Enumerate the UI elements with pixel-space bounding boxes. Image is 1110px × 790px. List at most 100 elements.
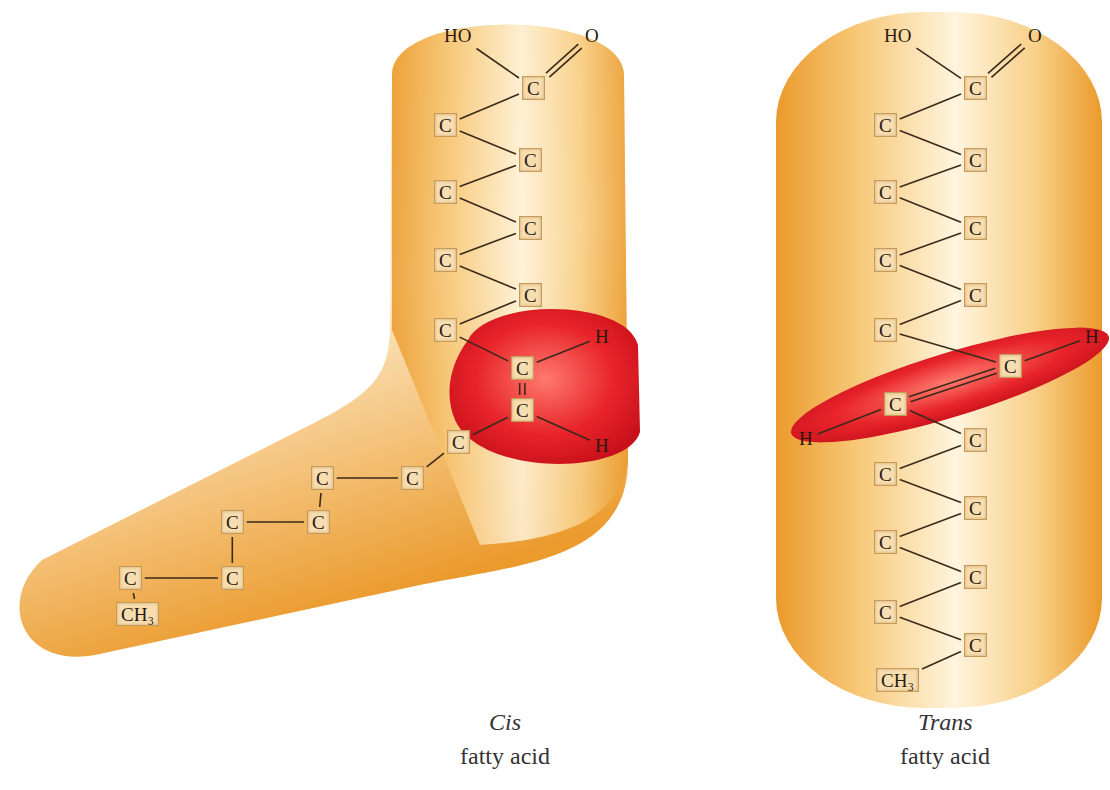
- bond-line: [909, 368, 995, 397]
- bond-line: [900, 583, 961, 607]
- carbon-atom-label: C: [511, 398, 534, 422]
- bond-line: [460, 198, 516, 222]
- bond-line: [460, 165, 516, 186]
- carbon-atom-label: C: [522, 76, 545, 100]
- carbon-atom-label: C: [964, 76, 987, 100]
- bond-line: [133, 593, 134, 599]
- bond-line: [145, 577, 218, 579]
- carbon-atom-label: C: [434, 113, 457, 137]
- atom-label: H: [593, 326, 611, 347]
- bond-line: [922, 652, 961, 670]
- bond-line: [473, 417, 508, 435]
- carbon-atom-label: C: [874, 113, 897, 137]
- bond-line: [537, 416, 590, 440]
- bond-line: [818, 410, 881, 434]
- carbon-atom-label: C: [519, 148, 542, 172]
- carbon-atom-label: C: [401, 466, 424, 490]
- carbon-atom-label: C: [511, 356, 534, 380]
- carbon-atom-label: C: [434, 318, 457, 342]
- carbon-atom-label: C: [874, 180, 897, 204]
- atom-label: O: [1026, 25, 1044, 46]
- carbon-atom-label: C: [874, 248, 897, 272]
- bond-line: [991, 48, 1024, 77]
- carbon-atom-label: C: [307, 510, 330, 534]
- carbon-atom-label: C: [874, 530, 897, 554]
- carbon-atom-label: C: [964, 283, 987, 307]
- bond-line: [337, 477, 398, 479]
- bond-line: [427, 453, 444, 467]
- carbon-atom-label: C: [999, 354, 1022, 378]
- atom-label: H: [797, 428, 815, 449]
- bond-line: [900, 94, 961, 119]
- bond-line: [460, 131, 516, 154]
- bond-line: [460, 233, 516, 254]
- carbon-atom-label: C: [964, 148, 987, 172]
- bond-line: [537, 341, 590, 362]
- carbon-atom-label: C: [221, 566, 244, 590]
- bond-line: [1025, 341, 1080, 361]
- caption-text: fatty acid: [900, 744, 990, 768]
- caption-text: Trans: [918, 710, 973, 734]
- bond-line: [900, 548, 961, 572]
- carbon-atom-label: C: [874, 462, 897, 486]
- bond-line: [546, 44, 578, 73]
- bond-line: [900, 479, 961, 502]
- bond-line: [524, 383, 526, 395]
- caption-text: fatty acid: [460, 744, 550, 768]
- carbon-atom-label: C: [964, 496, 987, 520]
- bond-line: [900, 233, 961, 255]
- bond-line: [900, 617, 961, 639]
- bond-line: [900, 513, 961, 536]
- trans-double-bond-highlight: [782, 306, 1110, 464]
- bond-line: [900, 131, 961, 155]
- carbon-atom-label: C: [119, 566, 142, 590]
- carbon-atom-label: CH₃: [876, 668, 919, 692]
- atom-label: H: [593, 435, 611, 456]
- atom-label: O: [583, 25, 601, 46]
- bond-line: [232, 537, 234, 563]
- carbon-atom-label: C: [311, 466, 334, 490]
- bond-line: [460, 94, 519, 119]
- carbon-atom-label: CH₃: [116, 602, 159, 626]
- bond-line: [460, 266, 516, 289]
- cis-double-bond-highlight: [449, 309, 640, 464]
- carbon-atom-label: C: [964, 216, 987, 240]
- carbon-atom-label: C: [884, 392, 907, 416]
- bond-line: [549, 48, 581, 77]
- bond-line: [900, 266, 961, 290]
- bond-line: [900, 334, 996, 362]
- atom-label: H: [1083, 326, 1101, 347]
- carbon-atom-label: C: [434, 180, 457, 204]
- carbon-atom-label: C: [964, 633, 987, 657]
- carbon-atom-label: C: [519, 283, 542, 307]
- atom-label: HO: [882, 25, 913, 46]
- carbon-atom-label: C: [221, 510, 244, 534]
- bond-line: [917, 48, 962, 78]
- bond-line: [900, 445, 961, 468]
- cis-capsule-body: [392, 25, 628, 545]
- carbon-atom-label: C: [874, 600, 897, 624]
- carbon-atom-label: C: [447, 430, 470, 454]
- caption-text: Cis: [489, 710, 521, 734]
- bond-line: [320, 493, 321, 507]
- bond-line: [988, 44, 1021, 73]
- bond-line: [247, 521, 304, 523]
- carbon-atom-label: C: [964, 565, 987, 589]
- bond-line: [519, 383, 521, 395]
- carbon-atom-label: C: [519, 216, 542, 240]
- bond-line: [900, 301, 961, 325]
- bond-line: [460, 301, 516, 324]
- bond-line: [477, 49, 520, 79]
- bond-line: [460, 337, 508, 361]
- carbon-atom-label: C: [964, 428, 987, 452]
- carbon-atom-label: C: [434, 248, 457, 272]
- bond-line: [911, 373, 997, 402]
- bond-line: [900, 198, 961, 223]
- bond-line: [910, 411, 961, 434]
- carbon-atom-label: C: [874, 318, 897, 342]
- atom-label: HO: [442, 25, 473, 46]
- bond-line: [900, 165, 961, 187]
